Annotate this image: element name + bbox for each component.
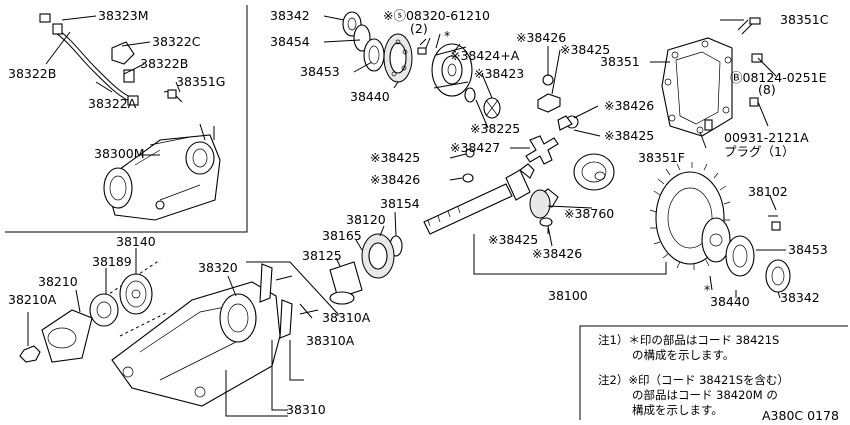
note-line-1: 注1）＊印の部品はコード 38421S (598, 333, 779, 347)
label-38351G: 38351G (176, 74, 225, 89)
companion-flange (19, 259, 169, 363)
label-38425-top: ※38425 (560, 42, 610, 57)
label-38322C: 38322C (152, 34, 201, 49)
drive-pinion (423, 169, 551, 235)
ring-gear-set (649, 162, 791, 293)
label-38454: 38454 (270, 34, 310, 49)
label-38427: ※38427 (450, 140, 500, 155)
inset-carrier (103, 123, 221, 221)
label-38425-left: ※38425 (370, 150, 420, 165)
label-38210A: 38210A (8, 292, 57, 307)
label-plug: プラグ（1） (724, 144, 794, 159)
label-38351: 38351 (600, 54, 640, 69)
notes-box: 注1）＊印の部品はコード 38421S の構成を示します。 注2）※印（コード … (579, 325, 848, 420)
label-bolt-08320: ※ⓢ08320-61210 (383, 8, 490, 23)
note-line-4: の部品はコード 38420M の (632, 388, 778, 402)
label-38322B-right: 38322B (140, 56, 188, 71)
label-38323M: 38323M (98, 8, 149, 23)
label-38351F: 38351F (638, 150, 685, 165)
label-38320: 38320 (198, 260, 238, 275)
label-38100: 38100 (548, 288, 588, 303)
label-bolt-08124: Ⓑ08124-0251E (730, 70, 827, 85)
label-38342-right: 38342 (780, 290, 820, 305)
label-38102: 38102 (748, 184, 788, 199)
label-asterisk-top: * (444, 28, 450, 43)
label-38425-mid: ※38425 (604, 128, 654, 143)
label-bolt-08124-qty: (8) (758, 82, 776, 97)
part-labels: 38323M 38322C 38322B 38322B 38351G 38322… (8, 8, 829, 417)
note-line-5: 構成を示します。 (632, 403, 723, 417)
note-line-3: 注2）※印（コード 38421Sを含む） (598, 373, 789, 387)
diagram-id: A380C 0178 (762, 408, 839, 423)
label-38440-top: 38440 (350, 89, 390, 104)
label-38426-top: ※38426 (516, 30, 566, 45)
label-38322A: 38322A (88, 96, 137, 111)
label-38426-left: ※38426 (370, 172, 420, 187)
label-38140: 38140 (116, 234, 156, 249)
label-38322B-left: 38322B (8, 66, 56, 81)
label-38453-top: 38453 (300, 64, 340, 79)
label-38120: 38120 (346, 212, 386, 227)
pinion-bearings (329, 233, 403, 305)
label-38189: 38189 (92, 254, 132, 269)
upper-bearing-stack (342, 11, 431, 83)
label-38310A-upper: 38310A (322, 310, 371, 325)
label-00931: 00931-2121A (724, 130, 809, 145)
label-bolt-08320-qty: (2) (410, 21, 428, 36)
label-38310: 38310 (286, 402, 326, 417)
gear-carrier (111, 263, 319, 407)
label-38425-low: ※38425 (488, 232, 538, 247)
label-38125: 38125 (302, 248, 342, 263)
label-38426-mid: ※38426 (604, 98, 654, 113)
label-38300M: 38300M (94, 146, 145, 161)
label-38424A: ※38424+A (450, 48, 520, 63)
inset-panel (5, 5, 248, 233)
label-38423: ※38423 (474, 66, 524, 81)
note-line-2: の構成を示します。 (632, 348, 734, 362)
label-38426-low: ※38426 (532, 246, 582, 261)
label-38453-right: 38453 (788, 242, 828, 257)
label-38760: ※38760 (564, 206, 614, 221)
label-38342-top: 38342 (270, 8, 310, 23)
leader-lines (27, 15, 786, 417)
label-asterisk-right: * (704, 282, 710, 297)
label-38351C: 38351C (780, 12, 829, 27)
label-38154: 38154 (380, 196, 420, 211)
label-38210: 38210 (38, 274, 78, 289)
rear-cover (661, 17, 763, 137)
label-38165: 38165 (322, 228, 362, 243)
label-38310A-lower: 38310A (306, 333, 355, 348)
differential-case (431, 43, 615, 227)
label-38440-right: 38440 (710, 294, 750, 309)
label-38225: ※38225 (470, 121, 520, 136)
